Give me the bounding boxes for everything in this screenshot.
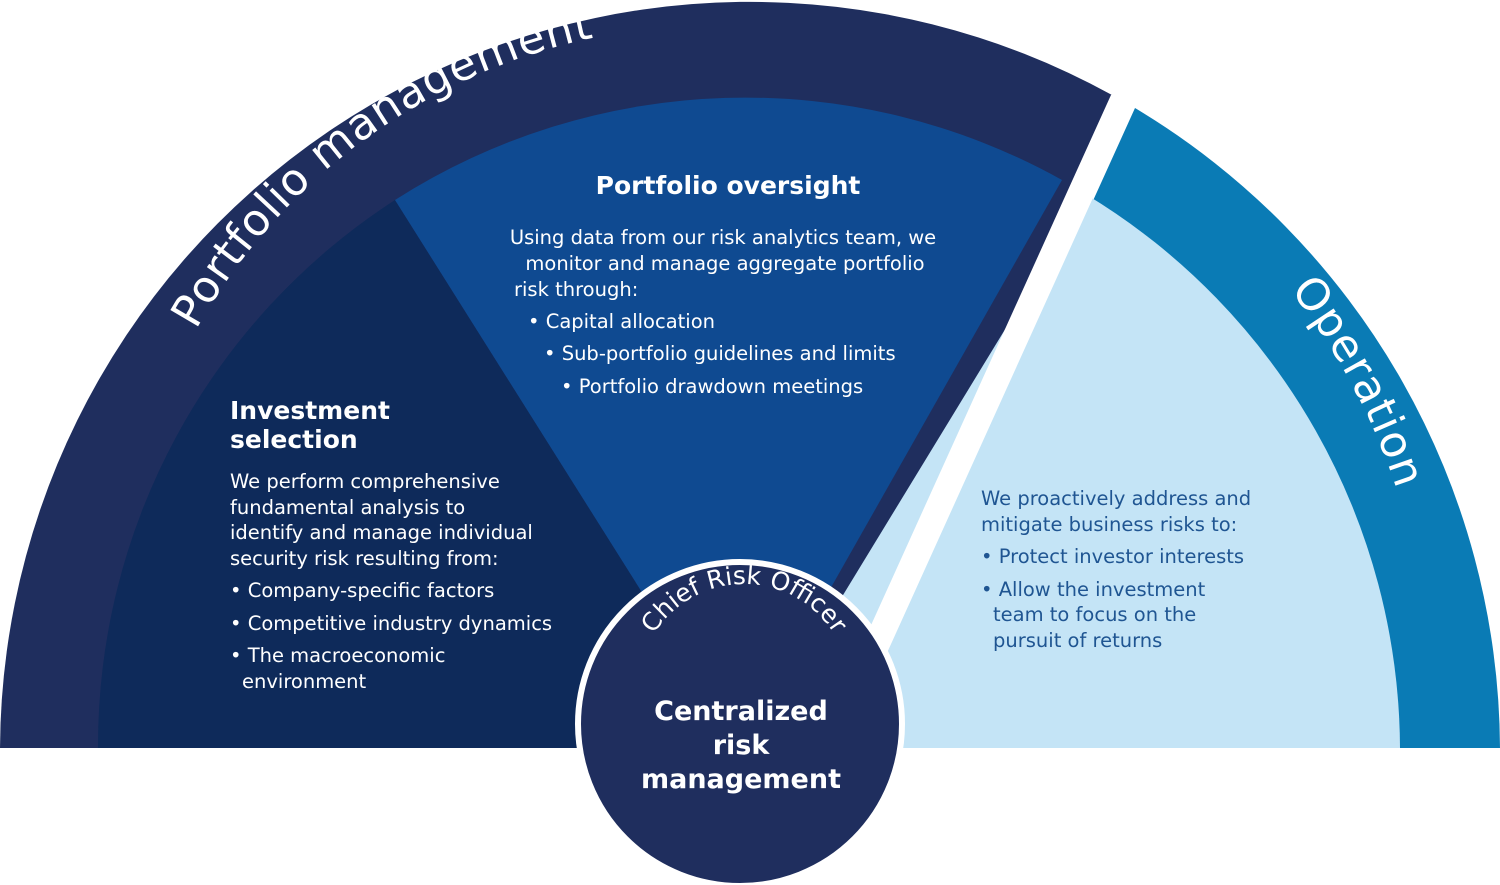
portfolio-oversight-wedge <box>395 97 1062 748</box>
investment-bullet: environment <box>242 670 367 693</box>
investment-body-line: security risk resulting from: <box>230 547 499 570</box>
operations-bullet: • Allow the investment <box>981 578 1206 601</box>
investment-bullet: • Competitive industry dynamics <box>230 612 552 635</box>
operations-body-line: mitigate business risks to: <box>981 513 1237 536</box>
operations-bullet: team to focus on the <box>993 603 1196 626</box>
operations-body-line: We proactively address and <box>981 487 1251 510</box>
investment-bullet: • Company-specific factors <box>230 579 494 602</box>
oversight-body-line: Using data from our risk analytics team,… <box>510 226 936 249</box>
oversight-bullet: • Portfolio drawdown meetings <box>561 375 863 398</box>
investment-selection-wedge <box>97 200 740 748</box>
center-title-line: risk <box>713 730 771 761</box>
investment-body-line: We perform comprehensive <box>230 470 500 493</box>
investment-selection-heading: Investment <box>230 396 390 425</box>
investment-body-line: identify and manage individual <box>230 521 533 544</box>
center-title-line: management <box>641 764 841 795</box>
oversight-bullet: • Sub-portfolio guidelines and limits <box>544 342 896 365</box>
investment-selection-heading: selection <box>230 425 358 454</box>
operations-bullet: • Protect investor interests <box>981 545 1244 568</box>
oversight-bullet: • Capital allocation <box>528 310 715 333</box>
operations-bullet: pursuit of returns <box>993 629 1162 652</box>
oversight-body-line: risk through: <box>514 278 638 301</box>
oversight-body-line: monitor and manage aggregate portfolio <box>525 252 924 275</box>
portfolio-oversight-heading: Portfolio oversight <box>596 171 861 200</box>
center-title-line: Centralized <box>654 696 828 727</box>
operations-wedge <box>840 195 1400 748</box>
investment-bullet: • The macroeconomic <box>230 644 445 667</box>
centralized-risk-circle <box>575 559 905 885</box>
investment-body-line: fundamental analysis to <box>230 496 465 519</box>
